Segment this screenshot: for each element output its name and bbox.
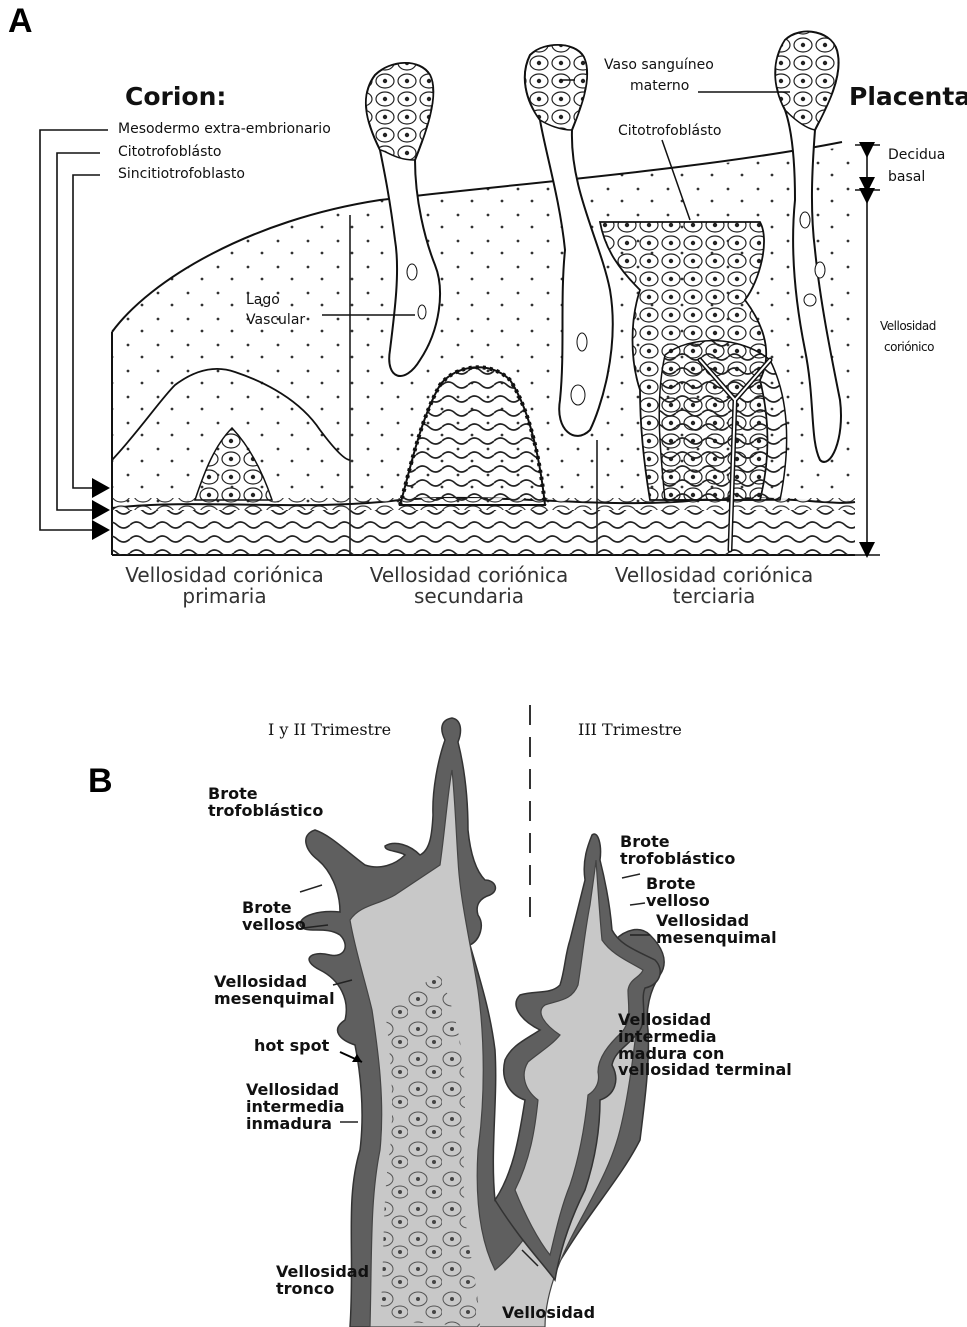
- vaso-label-line1: Vaso sanguíneo: [604, 58, 714, 73]
- lago-label-line1: Lago: [246, 293, 280, 308]
- cytotrophoblast-label: Citotrofoblásto: [618, 124, 721, 139]
- panel-label-a: A: [8, 2, 33, 41]
- decidua-label-line1: Decidua: [888, 148, 945, 163]
- hot-spot-label: hot spot: [254, 1038, 329, 1055]
- corion-label: Corion:: [125, 84, 226, 110]
- header-trimester-3: III Trimestre: [578, 722, 682, 739]
- layer-cytotrophoblast-label: Citotrofoblásto: [118, 145, 221, 160]
- placenta-label: Placenta: [849, 84, 967, 110]
- placenta-scale: [855, 145, 880, 555]
- chorion-arrowheads: [92, 478, 110, 540]
- decidua-label-line2: basal: [888, 170, 925, 185]
- vaso-label-line2: materno: [630, 79, 689, 94]
- layer-syncytiotrophoblast-label: Sincitiotrofoblasto: [118, 167, 245, 182]
- vellosidad-corionica-line2: coriónico: [884, 341, 934, 354]
- mesoderm-base: [112, 510, 855, 555]
- lago-label-line2: Vascular: [246, 313, 305, 328]
- header-trimester-1-2: I y II Trimestre: [268, 722, 391, 739]
- panel-label-b: B: [88, 762, 113, 801]
- vellosidad-corionica-line1: Vellosidad: [880, 320, 936, 333]
- right-vellosidad-bottom-label: Vellosidad: [502, 1305, 595, 1322]
- layer-mesoderm-label: Mesodermo extra-embrionario: [118, 122, 331, 137]
- chorion-bracket: [40, 130, 108, 530]
